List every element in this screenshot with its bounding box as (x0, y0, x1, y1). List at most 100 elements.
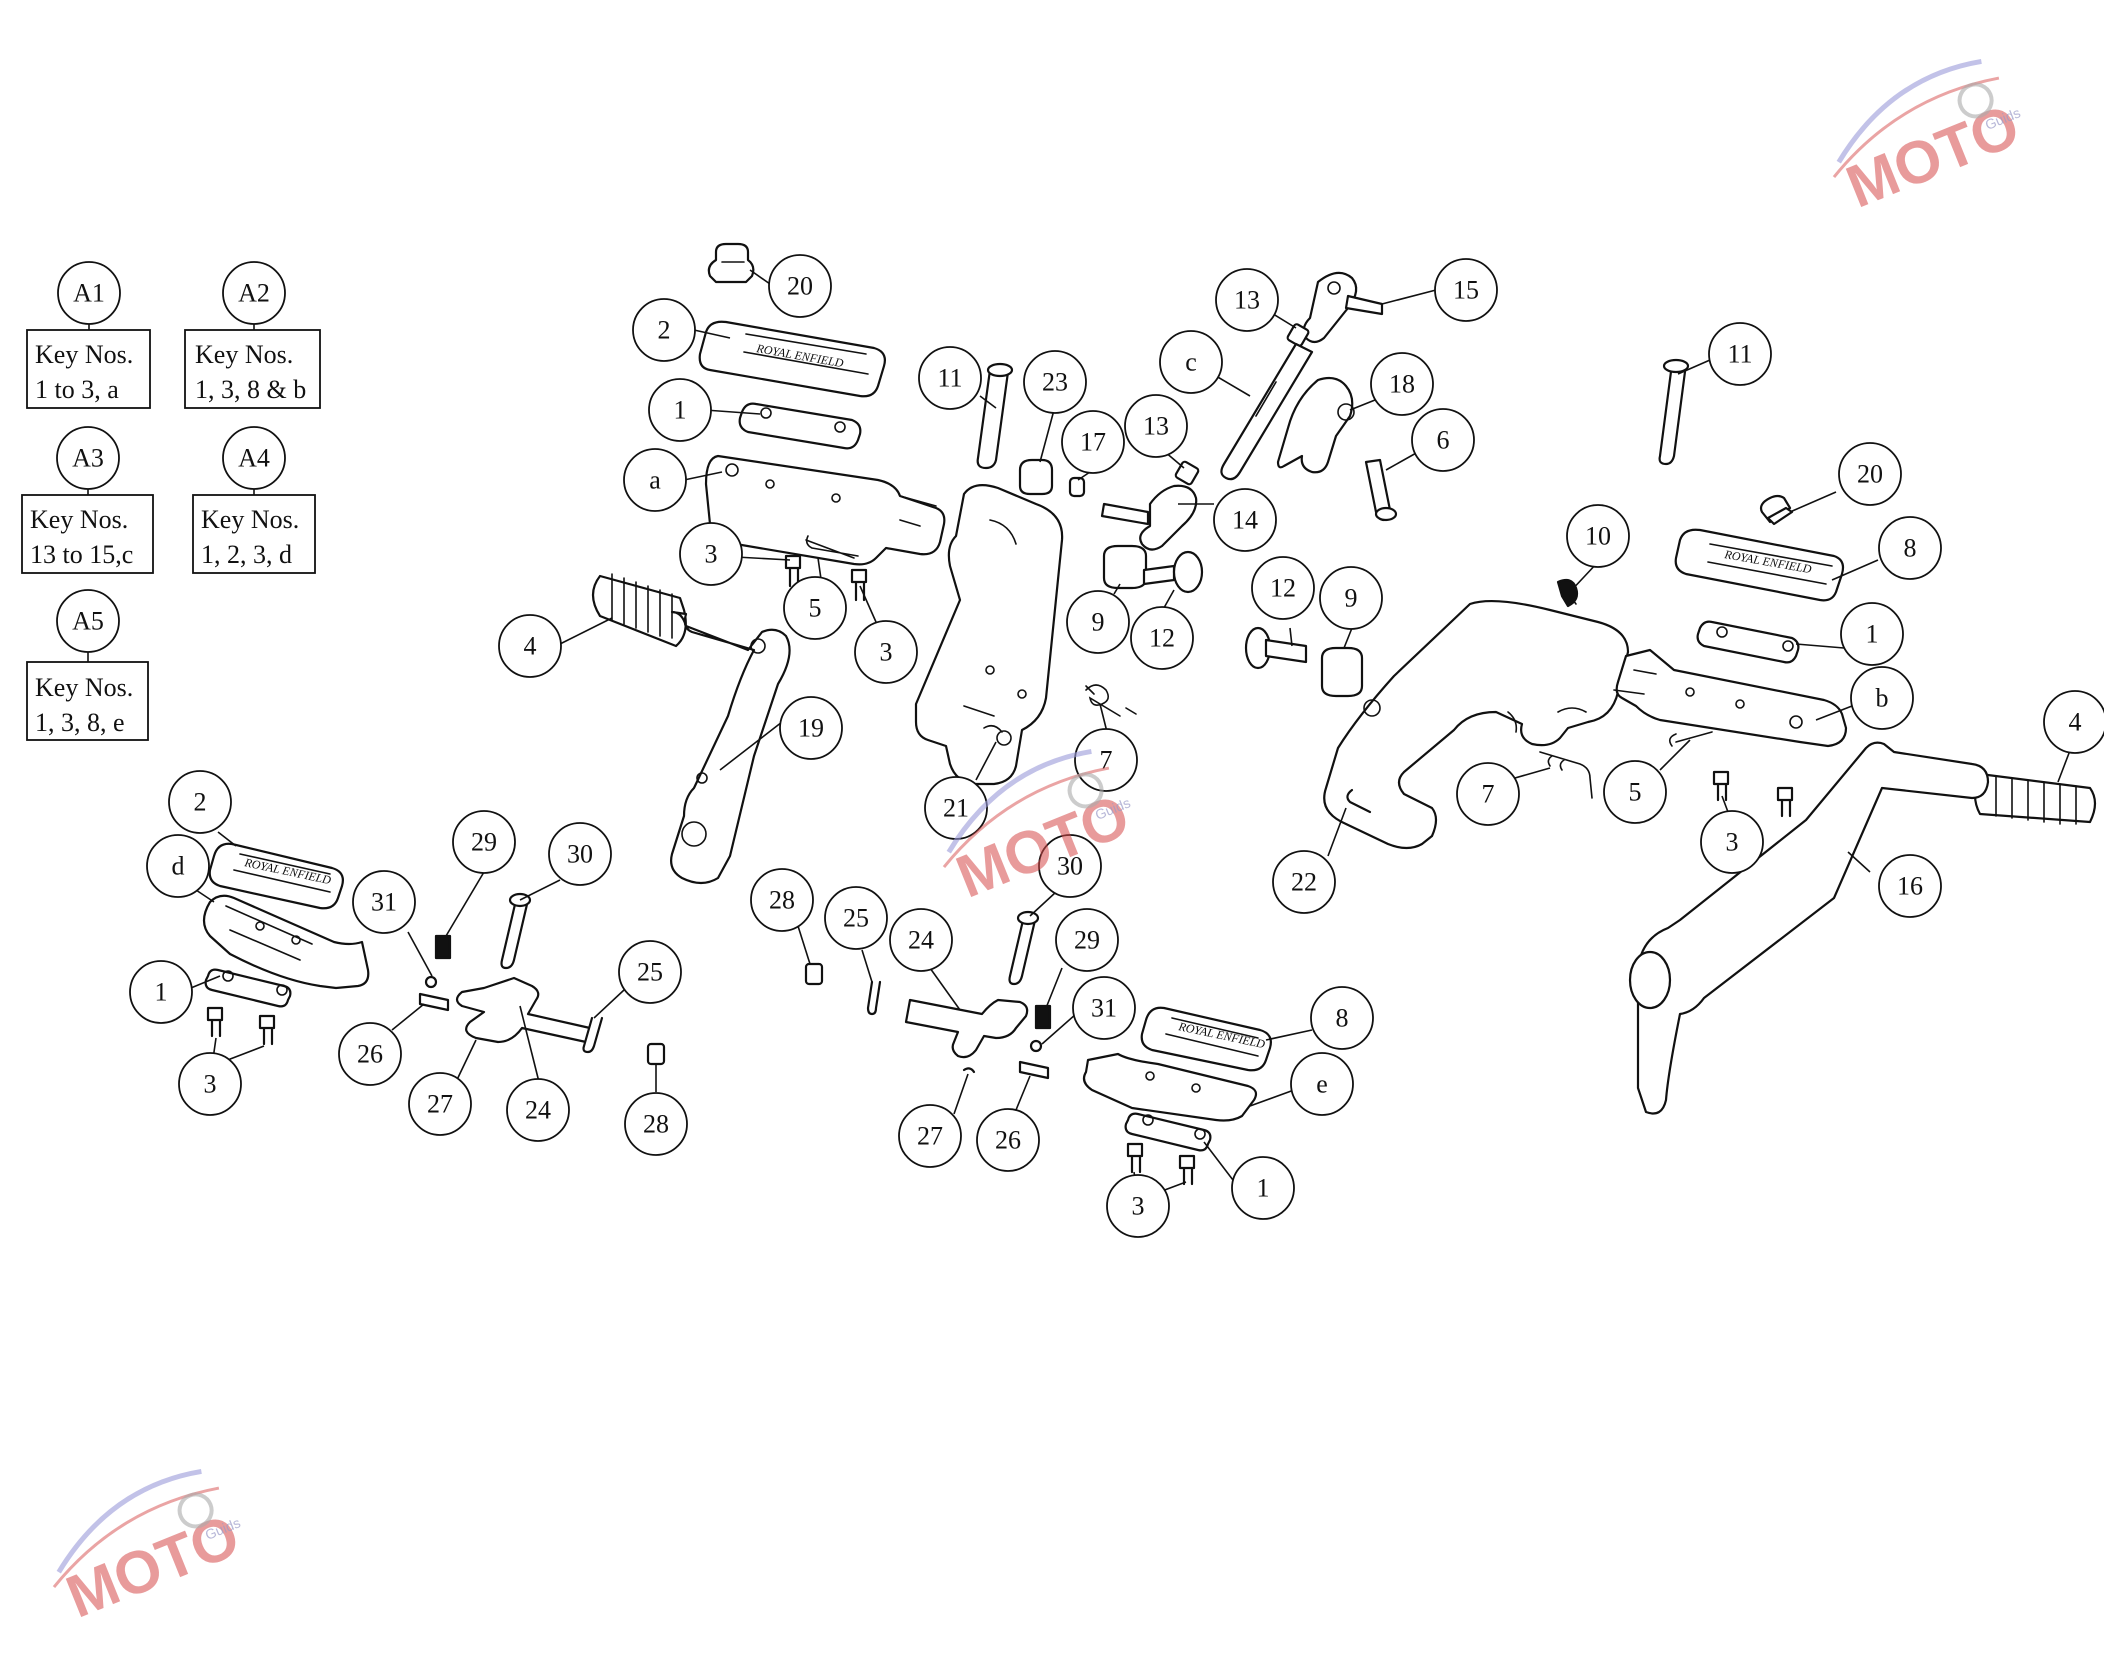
callout-3-top-a: 3 (679, 522, 743, 586)
svg-text:28: 28 (769, 886, 795, 915)
part-clamp-1-low (204, 968, 292, 1008)
svg-text:b: b (1876, 684, 1889, 713)
part-ball-31-left (424, 975, 438, 989)
callout-5-right: 5 (1603, 760, 1667, 824)
key-a5-line2: 1, 3, 8, e (35, 708, 125, 737)
part-footrest-rubber-8-low: ROYAL ENFIELD (1140, 1006, 1272, 1072)
svg-text:a: a (649, 466, 661, 495)
svg-text:21: 21 (943, 794, 969, 823)
part-locknut-13-low (1174, 460, 1200, 486)
svg-text:d: d (172, 852, 185, 881)
svg-text:13: 13 (1143, 412, 1169, 441)
callout-17: 17 (1061, 410, 1125, 474)
svg-text:7: 7 (1100, 746, 1113, 775)
part-pin-25-left (582, 1016, 604, 1054)
callout-9-center: 9 (1066, 590, 1130, 654)
callout-e: e (1290, 1052, 1354, 1116)
svg-text:A3: A3 (72, 444, 104, 473)
key-a1-line2: 1 to 3, a (35, 375, 119, 404)
watermark-bottom-left: MOTO Guids (52, 1468, 248, 1631)
callout-4-left: 4 (498, 614, 562, 678)
svg-text:25: 25 (843, 904, 869, 933)
part-spring-10 (1556, 578, 1579, 608)
svg-text:12: 12 (1149, 624, 1175, 653)
part-spring-7-right (1539, 751, 1593, 799)
svg-text:31: 31 (1091, 994, 1117, 1023)
callout-8-top: 8 (1878, 516, 1942, 580)
callout-1-top: 1 (648, 378, 712, 442)
key-a3-line1: Key Nos. (30, 505, 128, 534)
callout-1-right: 1 (1840, 602, 1904, 666)
callout-d: d (146, 834, 210, 898)
part-clamp-1-right (1696, 620, 1800, 664)
callout-6: 6 (1411, 408, 1475, 472)
svg-text:19: 19 (798, 714, 824, 743)
part-footrest-rubber-8-top: ROYAL ENFIELD (1674, 528, 1845, 602)
svg-text:17: 17 (1080, 428, 1106, 457)
callout-5-top: 5 (783, 576, 847, 640)
part-bracket-18 (1276, 376, 1355, 474)
callout-18: 18 (1370, 352, 1434, 416)
callout-b: b (1850, 666, 1914, 730)
svg-text:24: 24 (525, 1096, 551, 1125)
assembly-key-a1: A1 Key Nos. 1 to 3, a (26, 261, 151, 409)
callout-24-left: 24 (506, 1078, 570, 1142)
key-a2-line1: Key Nos. (195, 340, 293, 369)
svg-text:9: 9 (1092, 608, 1105, 637)
callout-16: 16 (1878, 854, 1942, 918)
part-pivot-12-right (1244, 626, 1308, 670)
svg-text:13: 13 (1234, 286, 1260, 315)
svg-text:24: 24 (908, 926, 934, 955)
callout-3-top-b: 3 (854, 620, 918, 684)
callout-27-left: 27 (408, 1072, 472, 1136)
part-rubber-grip-4-right (1973, 772, 2097, 825)
part-gear-lever-19 (670, 610, 791, 885)
key-a1-line1: Key Nos. (35, 340, 133, 369)
part-bush-23 (1018, 458, 1054, 496)
part-clevis-24-left (455, 976, 592, 1044)
svg-text:28: 28 (643, 1110, 669, 1139)
part-bolts-3-lowcenter (1126, 1142, 1196, 1186)
svg-text:29: 29 (1074, 926, 1100, 955)
part-footrest-e (1082, 1052, 1258, 1122)
callout-13-low: 13 (1124, 394, 1188, 458)
callout-24-center: 24 (889, 908, 953, 972)
svg-text:16: 16 (1897, 872, 1923, 901)
part-footrest-rubber-2-top: ROYAL ENFIELD (698, 320, 886, 398)
svg-text:22: 22 (1291, 868, 1317, 897)
part-pin-30-center (1008, 910, 1040, 986)
part-ball-31-center (1029, 1039, 1043, 1053)
svg-text:12: 12 (1270, 574, 1296, 603)
callout-28-left: 28 (624, 1092, 688, 1156)
part-bush-28-center (804, 962, 824, 986)
part-rubber-grip-4-left (591, 573, 687, 648)
svg-text:1: 1 (674, 396, 687, 425)
callout-26-left: 26 (338, 1022, 402, 1086)
callout-2-low: 2 (168, 770, 232, 834)
svg-text:20: 20 (787, 272, 813, 301)
callout-15: 15 (1434, 258, 1498, 322)
part-washer-17 (1068, 476, 1086, 498)
callout-7-center: 7 (1074, 728, 1138, 792)
callout-22: 22 (1272, 850, 1336, 914)
callout-20-top: 20 (768, 254, 832, 318)
callout-31-center: 31 (1072, 976, 1136, 1040)
svg-text:1: 1 (1257, 1174, 1270, 1203)
part-rod-c (1220, 342, 1314, 481)
callout-12-center: 12 (1130, 606, 1194, 670)
svg-text:e: e (1316, 1070, 1328, 1099)
part-clevis-24-center (904, 998, 1029, 1059)
svg-text:6: 6 (1437, 426, 1450, 455)
part-locknut-13-top (1286, 323, 1310, 347)
svg-text:3: 3 (880, 638, 893, 667)
part-pin-11-left (976, 362, 1014, 470)
part-clip-27-center (962, 1067, 976, 1074)
part-spring-7-center (1085, 684, 1137, 717)
svg-text:18: 18 (1389, 370, 1415, 399)
callout-29-center: 29 (1055, 908, 1119, 972)
callout-12-right: 12 (1251, 556, 1315, 620)
svg-text:27: 27 (427, 1090, 453, 1119)
svg-text:4: 4 (524, 632, 537, 661)
